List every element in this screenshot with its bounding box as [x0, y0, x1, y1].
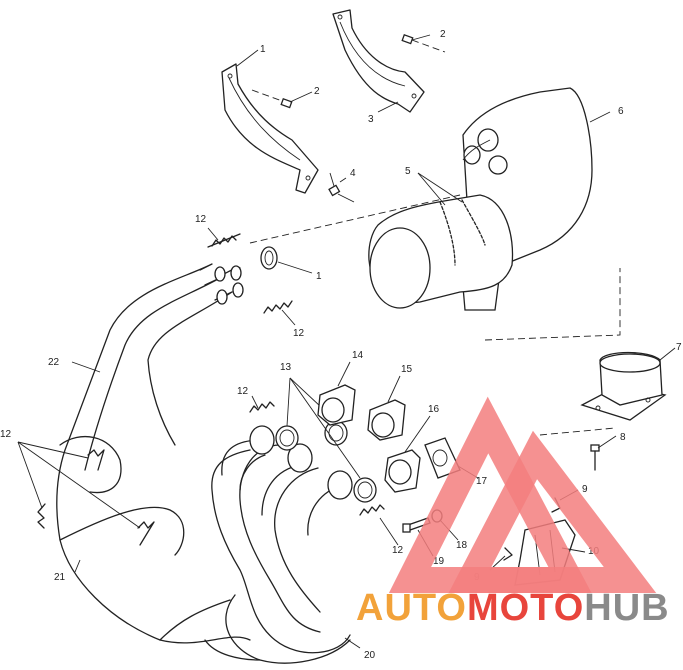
callout-2-lower: 2 — [314, 86, 320, 97]
watermark-logo: AUTOMOTOHUB — [356, 396, 670, 629]
watermark-part-auto: AUTO — [356, 587, 467, 629]
spring-12-lower — [359, 504, 385, 516]
callout-7: 7 — [676, 342, 682, 353]
bolt-9-lower — [503, 547, 513, 561]
callout-11: 1 — [316, 271, 322, 282]
callout-20: 20 — [364, 650, 376, 661]
dashline-right — [484, 268, 621, 341]
callout-6: 6 — [618, 106, 624, 117]
nut-4 — [328, 177, 355, 203]
manifold-14 — [317, 384, 356, 426]
callout-16: 16 — [428, 404, 440, 415]
callout-12-middle: 12 — [293, 328, 305, 339]
callout-17: 17 — [476, 476, 488, 487]
callout-22: 22 — [48, 357, 60, 368]
callout-12-upper: 12 — [195, 214, 207, 225]
mount-7 — [580, 351, 667, 421]
callout-14: 14 — [352, 350, 364, 361]
expansion-chamber — [56, 263, 251, 644]
watermark-part-hub: HUB — [584, 587, 669, 629]
callout-21: 21 — [54, 572, 66, 583]
callout-18: 18 — [456, 540, 468, 551]
callout-19: 19 — [433, 556, 445, 567]
spring-12-left — [37, 503, 46, 529]
dashline-lower — [539, 427, 616, 436]
callout-3: 3 — [368, 114, 374, 125]
bolt-8 — [590, 444, 600, 471]
bracket-1 — [221, 63, 319, 194]
dashline-upper — [249, 194, 461, 244]
callout-1-upper: 1 — [260, 44, 266, 55]
muffler-6 — [368, 87, 593, 311]
spring-12-upper — [207, 233, 241, 248]
manifold-16 — [384, 449, 421, 493]
callout-5: 5 — [405, 166, 411, 177]
bolt-2-lower — [251, 89, 293, 109]
callout-9-upper: 9 — [582, 484, 588, 495]
callout-4: 4 — [350, 168, 356, 179]
callout-12-center: 12 — [237, 386, 249, 397]
bracket-3 — [332, 9, 425, 113]
callout-12-lower: 12 — [392, 545, 404, 556]
spring-12-middle — [263, 300, 293, 314]
watermark-auto: AUTOMOTOHUB — [356, 587, 670, 629]
header-pipes-20 — [204, 425, 353, 664]
callout-12-left: 12 — [0, 429, 12, 440]
callout-13: 13 — [280, 362, 292, 373]
bolt-2-upper — [401, 33, 446, 53]
callout-8: 8 — [620, 432, 626, 443]
callout-2-upper: 2 — [440, 29, 446, 40]
callout-15: 15 — [401, 364, 413, 375]
spring-12-center — [249, 401, 275, 413]
watermark-part-moto: MOTO — [467, 587, 584, 629]
manifold-15 — [367, 399, 406, 441]
seal-ring-11 — [260, 246, 278, 270]
